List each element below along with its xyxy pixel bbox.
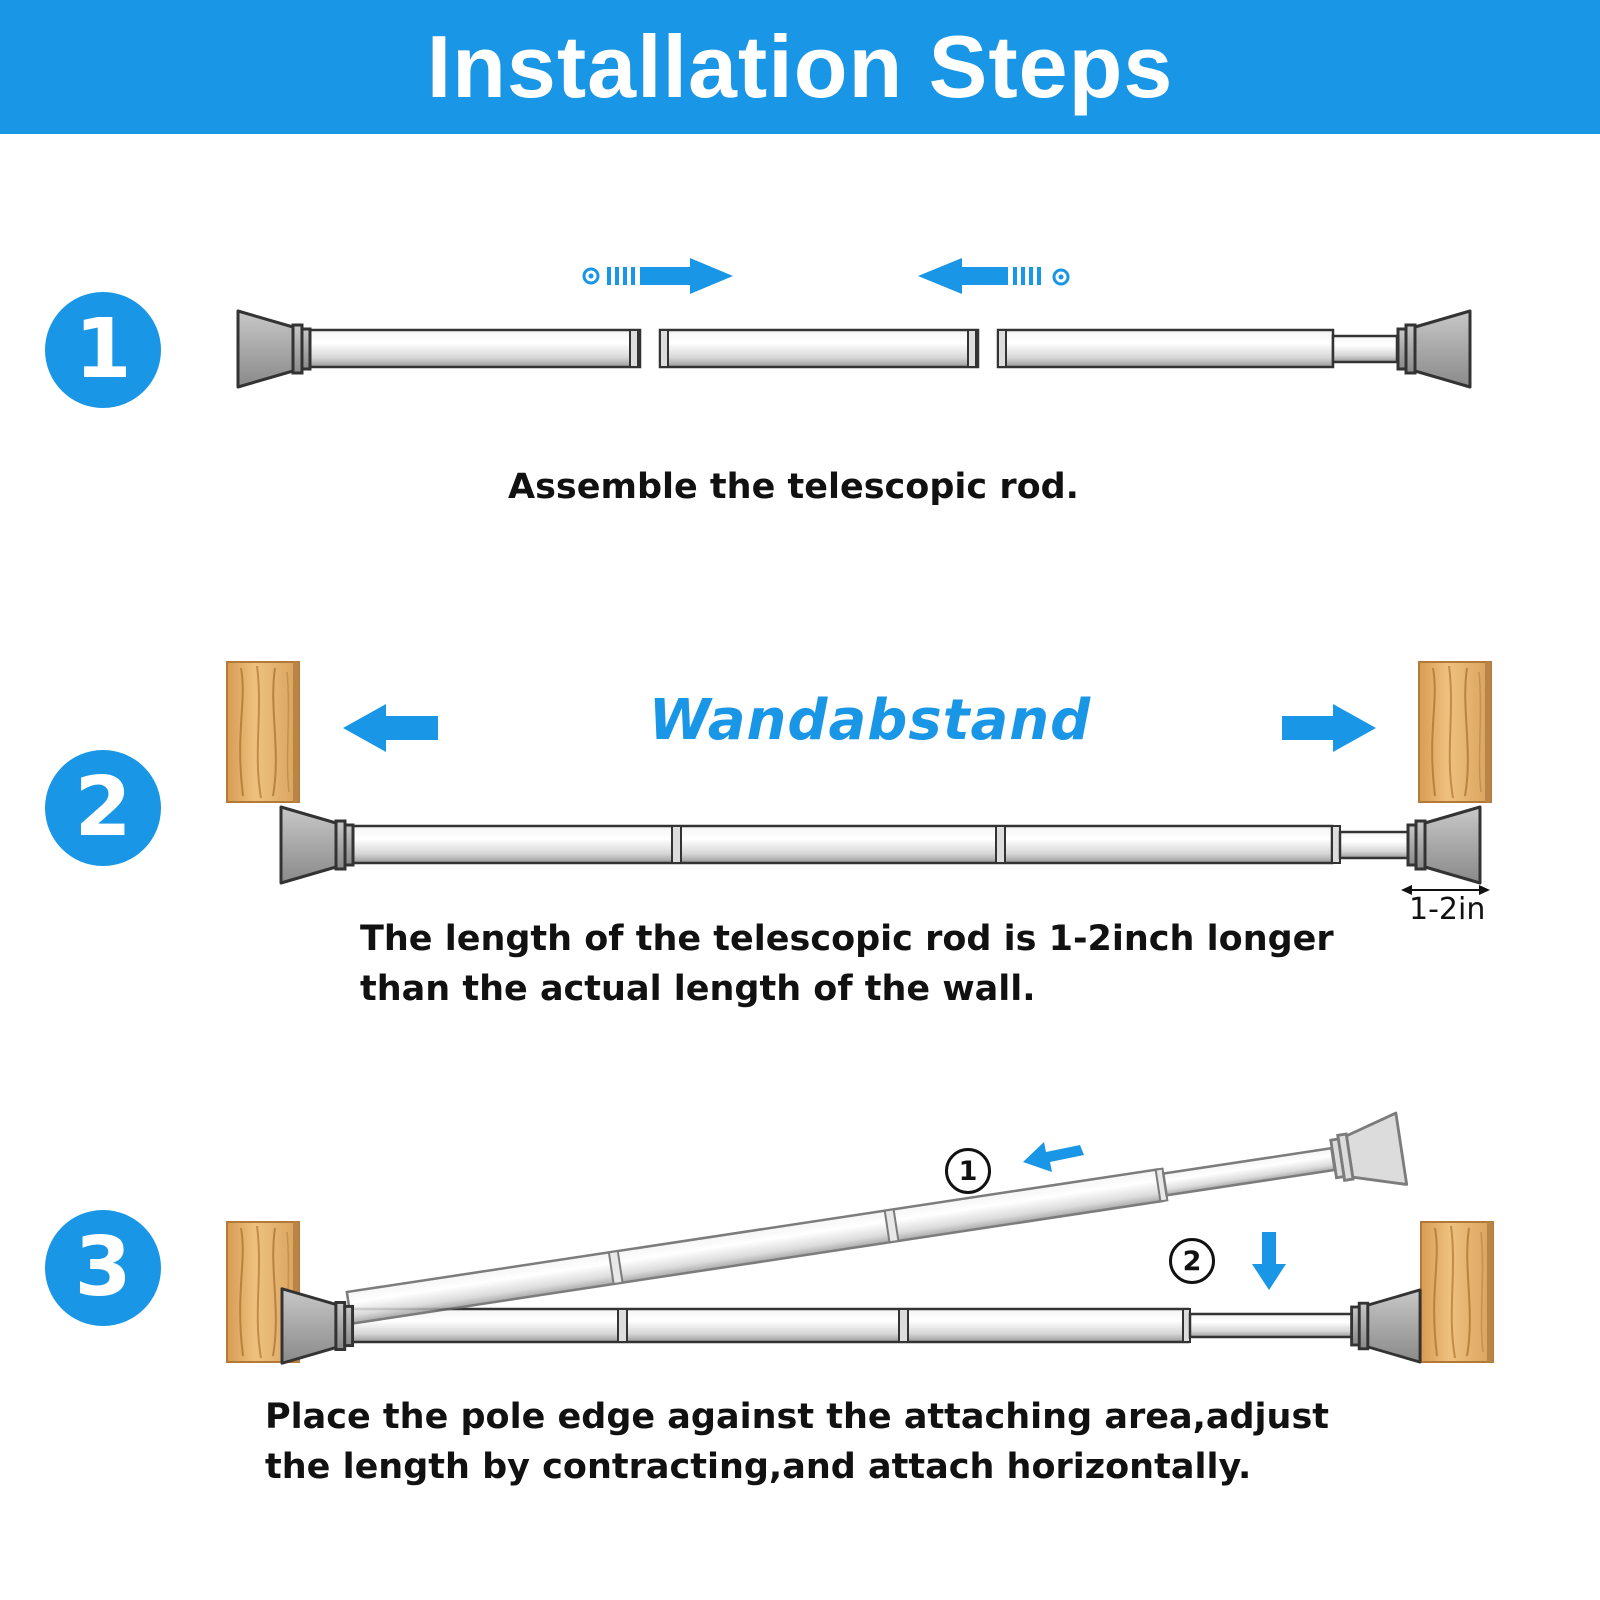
arrow-down-icon bbox=[1252, 1232, 1286, 1290]
step-3-caption-line-1: Place the pole edge against the attachin… bbox=[265, 1397, 1330, 1437]
arrow-left-icon bbox=[1023, 1142, 1084, 1172]
rod-end-cap-icon bbox=[236, 309, 312, 389]
arrow-left-icon bbox=[918, 258, 1070, 294]
sub-step-2-marker: 2 bbox=[1169, 1238, 1215, 1284]
arrow-left-icon bbox=[343, 704, 438, 752]
step-2-caption-line-2: than the actual length of the wall. bbox=[360, 969, 1036, 1009]
rod-end-cap-icon bbox=[280, 1287, 355, 1365]
step-2-rod bbox=[279, 805, 1482, 885]
arrow-right-icon bbox=[582, 258, 733, 294]
step-2-badge: 2 bbox=[45, 750, 161, 866]
page-title: Installation Steps bbox=[426, 17, 1174, 116]
step-1-rod-assembly bbox=[236, 309, 1472, 389]
step-1-caption: Assemble the telescopic rod. bbox=[508, 467, 1079, 507]
step-2-caption-line-1: The length of the telescopic rod is 1-2i… bbox=[360, 919, 1334, 959]
step-3-horizontal-rod bbox=[350, 1288, 1422, 1364]
step-1-badge: 1 bbox=[45, 292, 161, 408]
rod-end-cap-icon bbox=[1406, 805, 1482, 885]
rod-end-cap-icon bbox=[279, 805, 355, 885]
wood-block-icon bbox=[1418, 661, 1492, 803]
step-3-tilted-rod bbox=[345, 1111, 1409, 1326]
gap-dimension-line bbox=[1401, 885, 1490, 895]
rod-end-cap-icon bbox=[1396, 309, 1472, 389]
sub-step-1-marker: 1 bbox=[945, 1148, 991, 1194]
step-3-caption-line-2: the length by contracting,and attach hor… bbox=[265, 1447, 1252, 1487]
wood-block-icon bbox=[226, 661, 300, 803]
wood-block-icon bbox=[1420, 1221, 1494, 1363]
rod-end-cap-icon bbox=[1350, 1288, 1422, 1364]
wall-distance-label: Wandabstand bbox=[648, 688, 1092, 753]
step-3-badge: 3 bbox=[45, 1210, 161, 1326]
gap-dimension-label: 1-2in bbox=[1409, 892, 1486, 927]
arrow-right-icon bbox=[1282, 704, 1376, 752]
header-banner: Installation Steps bbox=[0, 0, 1600, 134]
